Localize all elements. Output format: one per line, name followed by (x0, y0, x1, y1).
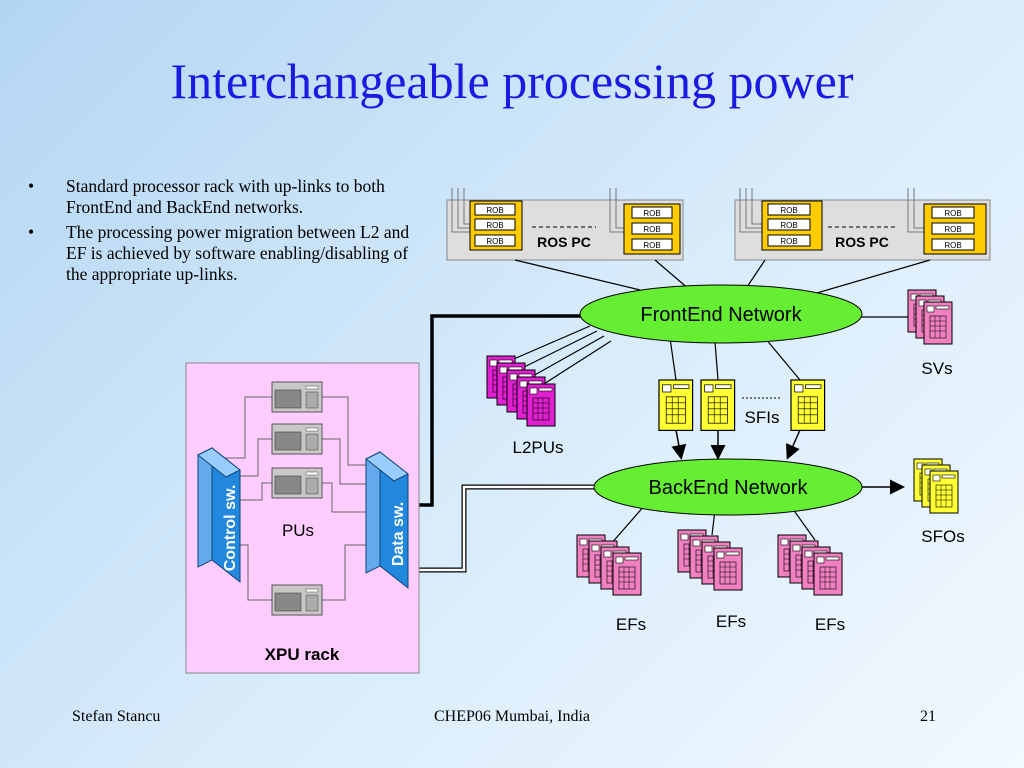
sfos-server-group (913, 458, 959, 514)
sfi-arrow (671, 429, 687, 460)
bullet-text: The processing power migration between L… (66, 222, 410, 284)
rob-label: ROB (780, 221, 797, 230)
ros-pc-label: ROS PC (537, 234, 591, 250)
rob-label: ROB (780, 237, 797, 246)
rob-label: ROB (944, 241, 961, 250)
control-switch: Control sw. (197, 446, 241, 584)
data-switch-frontend-uplink (408, 314, 582, 507)
ros-pc-2: ROB ROB ROB ROS PC ROB ROB ROB (734, 188, 991, 261)
slide-title: Interchangeable processing power (170, 53, 854, 109)
footer-author: Stefan Stancu (72, 708, 161, 725)
xpu-rack: PUs XPU rack Control sw. Data sw. (185, 362, 420, 674)
pu-box (271, 381, 323, 413)
frontend-network: FrontEnd Network (579, 284, 863, 344)
rob-label: ROB (643, 225, 660, 234)
sfos-label: SFOs (921, 527, 964, 546)
pus-label: PUs (282, 521, 314, 540)
control-switch-label: Control sw. (222, 485, 239, 572)
sfi-server-group (658, 379, 826, 431)
efs-server-group-3 (777, 534, 843, 596)
l2pus-label: L2PUs (512, 438, 563, 457)
frontend-network-label: FrontEnd Network (640, 304, 802, 326)
rob-label: ROB (780, 206, 797, 215)
rob-label: ROB (486, 221, 503, 230)
efs-label: EFs (815, 615, 845, 634)
bullet-item: • Standard processor rack with up-links t… (28, 176, 423, 218)
bullet-list: • Standard processor rack with up-links t… (28, 176, 423, 289)
efs-server-group-1 (576, 534, 642, 596)
rob-label: ROB (944, 209, 961, 218)
efs-label: EFs (616, 615, 646, 634)
l2pus-server-group (486, 355, 556, 427)
bullet-dot: • (28, 222, 35, 242)
footer-page-number: 21 (920, 708, 936, 725)
rob-label: ROB (486, 237, 503, 246)
backend-network-label: BackEnd Network (649, 477, 809, 499)
rob-label: ROB (643, 209, 660, 218)
data-switch-backend-uplink (408, 484, 596, 573)
connections (499, 259, 931, 546)
pu-box (271, 584, 323, 616)
bullet-text: Standard processor rack with up-links to… (66, 176, 385, 217)
svs-server-group (907, 289, 953, 345)
footer-event: CHEP06 Mumbai, India (434, 708, 590, 725)
bullet-item: • The processing power migration between … (28, 222, 423, 285)
backend-network: BackEnd Network (593, 458, 863, 516)
rob-label: ROB (486, 206, 503, 215)
rob-label: ROB (944, 225, 961, 234)
xpu-rack-label: XPU rack (265, 645, 340, 664)
svs-label: SVs (921, 359, 952, 378)
sfis-label: SFIs (745, 408, 780, 427)
pu-box (271, 423, 323, 455)
efs-label: EFs (716, 612, 746, 631)
ros-pc-label: ROS PC (835, 234, 889, 250)
rob-label: ROB (643, 241, 660, 250)
data-switch-label: Data sw. (390, 502, 407, 566)
sfi-arrow (786, 429, 801, 460)
bullet-dot: • (28, 176, 35, 196)
ros-pc-1: ROB ROB ROB ROS PC ROB ROB ROB (446, 188, 684, 261)
data-switch: Data sw. (365, 450, 409, 590)
efs-server-group-2 (677, 529, 743, 591)
pu-box (271, 467, 323, 499)
